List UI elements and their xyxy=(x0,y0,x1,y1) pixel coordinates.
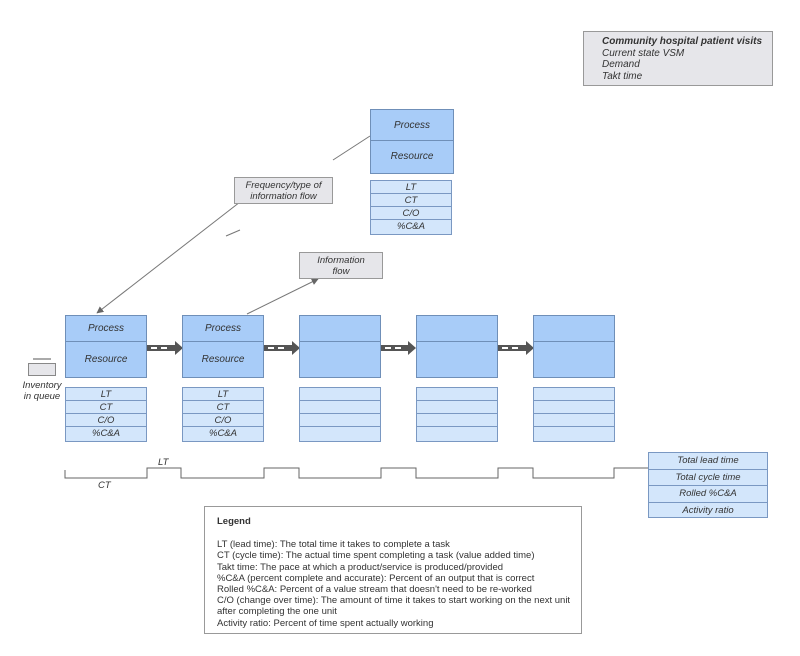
info-flow-line-2 xyxy=(246,278,319,315)
total-cycle-time: Total cycle time xyxy=(649,470,767,486)
metric-table-1: LT CT C/O %C&A xyxy=(65,387,147,442)
push-arrow-2 xyxy=(264,341,300,355)
metric-co: C/O xyxy=(371,207,451,220)
note-information-flow: Information flow xyxy=(299,252,383,279)
metric-lt: LT xyxy=(66,388,146,401)
process-top-empty xyxy=(417,316,497,342)
metric-lt: LT xyxy=(371,181,451,194)
inventory-label: Inventory in queue xyxy=(22,380,62,402)
legend-line: CT (cycle time): The actual time spent c… xyxy=(217,550,535,562)
metric-empty xyxy=(417,388,497,401)
process-box-1[interactable]: Process Resource xyxy=(65,315,147,378)
timeline-ct-label: CT xyxy=(98,480,111,491)
title-box: Community hospital patient visits Curren… xyxy=(583,31,773,86)
resource-empty xyxy=(534,341,614,377)
note-line: Frequency/type of xyxy=(245,179,322,191)
process-box-2[interactable]: Process Resource xyxy=(182,315,264,378)
push-arrow-1 xyxy=(147,341,183,355)
push-arrow-3 xyxy=(381,341,416,355)
timeline-lt-label: LT xyxy=(158,457,169,468)
metric-ca: %C&A xyxy=(209,428,237,439)
metric-ct: CT xyxy=(66,401,146,414)
metric-empty xyxy=(534,388,614,401)
total-lead-time: Total lead time xyxy=(649,453,767,470)
timeline xyxy=(64,467,648,479)
legend-line: C/O (change over time): The amount of ti… xyxy=(217,595,571,607)
resource-label: Resource xyxy=(201,353,245,365)
process-top-empty xyxy=(534,316,614,342)
metric-ca: %C&A xyxy=(92,428,120,439)
metric-table-top: LT CT C/O %C&A xyxy=(370,180,452,235)
legend-line: Takt time: The pace at which a product/s… xyxy=(217,561,504,573)
process-label: Process xyxy=(371,110,453,141)
legend-line: after completing the one unit xyxy=(217,606,337,618)
metric-empty xyxy=(300,388,380,401)
info-flow-line-upper xyxy=(332,135,371,161)
resource-label: Resource xyxy=(84,353,128,365)
process-label: Process xyxy=(183,316,263,342)
metric-ct: CT xyxy=(371,194,451,207)
metric-co: C/O xyxy=(183,414,263,427)
process-box-top[interactable]: Process Resource xyxy=(370,109,454,174)
process-label: Process xyxy=(66,316,146,342)
legend-line: Activity ratio: Percent of time spent ac… xyxy=(217,617,434,629)
metric-empty xyxy=(534,414,614,427)
title-box-line: Current state VSM xyxy=(602,47,685,59)
legend-line: LT (lead time): The total time it takes … xyxy=(217,539,450,551)
process-box-4[interactable] xyxy=(416,315,498,378)
metric-lt: LT xyxy=(183,388,263,401)
metric-empty xyxy=(534,427,614,440)
metric-empty xyxy=(417,401,497,414)
inventory-label-line: in queue xyxy=(23,391,61,402)
note-line: information flow xyxy=(250,190,317,202)
title-box-title: Community hospital patient visits xyxy=(602,36,763,47)
title-box-line: Takt time xyxy=(602,70,643,82)
metric-table-4 xyxy=(416,387,498,442)
metric-empty xyxy=(300,427,380,440)
resource-label: Resource xyxy=(390,151,434,162)
metric-ct: CT xyxy=(183,401,263,414)
inventory-queue-icon xyxy=(28,363,56,376)
activity-ratio: Activity ratio xyxy=(682,505,734,517)
metric-empty xyxy=(417,427,497,440)
rolled-ca: Rolled %C&A xyxy=(649,486,767,503)
metric-table-3 xyxy=(299,387,381,442)
legend-line: Rolled %C&A: Percent of a value stream t… xyxy=(217,584,532,596)
metric-empty xyxy=(300,414,380,427)
push-arrow-4 xyxy=(498,341,534,355)
metric-table-2: LT CT C/O %C&A xyxy=(182,387,264,442)
metric-table-5 xyxy=(533,387,615,442)
metric-empty xyxy=(300,401,380,414)
process-top-empty xyxy=(300,316,380,342)
legend-box: Legend LT (lead time): The total time it… xyxy=(204,506,582,634)
note-line: Information xyxy=(317,254,365,266)
totals-table: Total lead time Total cycle time Rolled … xyxy=(648,452,768,518)
note-line: flow xyxy=(332,265,350,277)
inventory-label-line: Inventory xyxy=(22,380,62,391)
process-box-3[interactable] xyxy=(299,315,381,378)
note-frequency-info-flow: Frequency/type of information flow xyxy=(234,177,333,204)
legend-line: %C&A (percent complete and accurate): Pe… xyxy=(217,572,535,584)
title-box-line: Demand xyxy=(602,59,640,70)
resource-empty xyxy=(417,341,497,377)
metric-empty xyxy=(534,401,614,414)
info-flow-line-lower xyxy=(96,201,241,314)
metric-co: C/O xyxy=(66,414,146,427)
legend-title: Legend xyxy=(217,516,251,527)
metric-ca: %C&A xyxy=(397,221,425,232)
resource-empty xyxy=(300,341,380,377)
metric-empty xyxy=(417,414,497,427)
info-flow-lightning xyxy=(225,229,241,237)
process-box-5[interactable] xyxy=(533,315,615,378)
